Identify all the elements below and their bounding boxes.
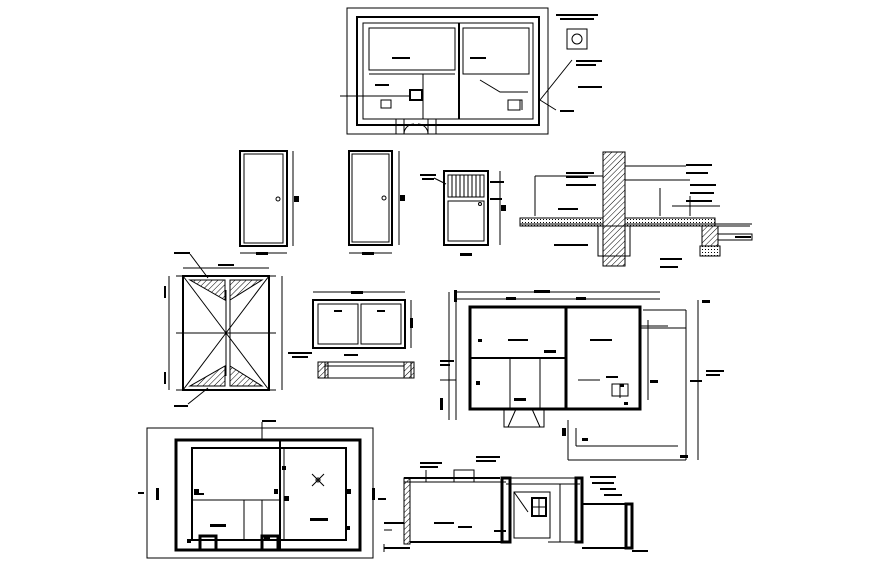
window-elevation [288, 291, 415, 379]
door-elevation-1 [239, 150, 299, 255]
foundation-plan [138, 420, 386, 559]
roof-plan [164, 252, 283, 407]
top-floor-plan [340, 7, 602, 135]
wall-section-detail [519, 151, 753, 268]
building-section [383, 456, 648, 552]
gate-elevation [420, 170, 506, 256]
dimensioned-floor-plan [440, 290, 724, 461]
door-elevation-2 [348, 150, 405, 255]
